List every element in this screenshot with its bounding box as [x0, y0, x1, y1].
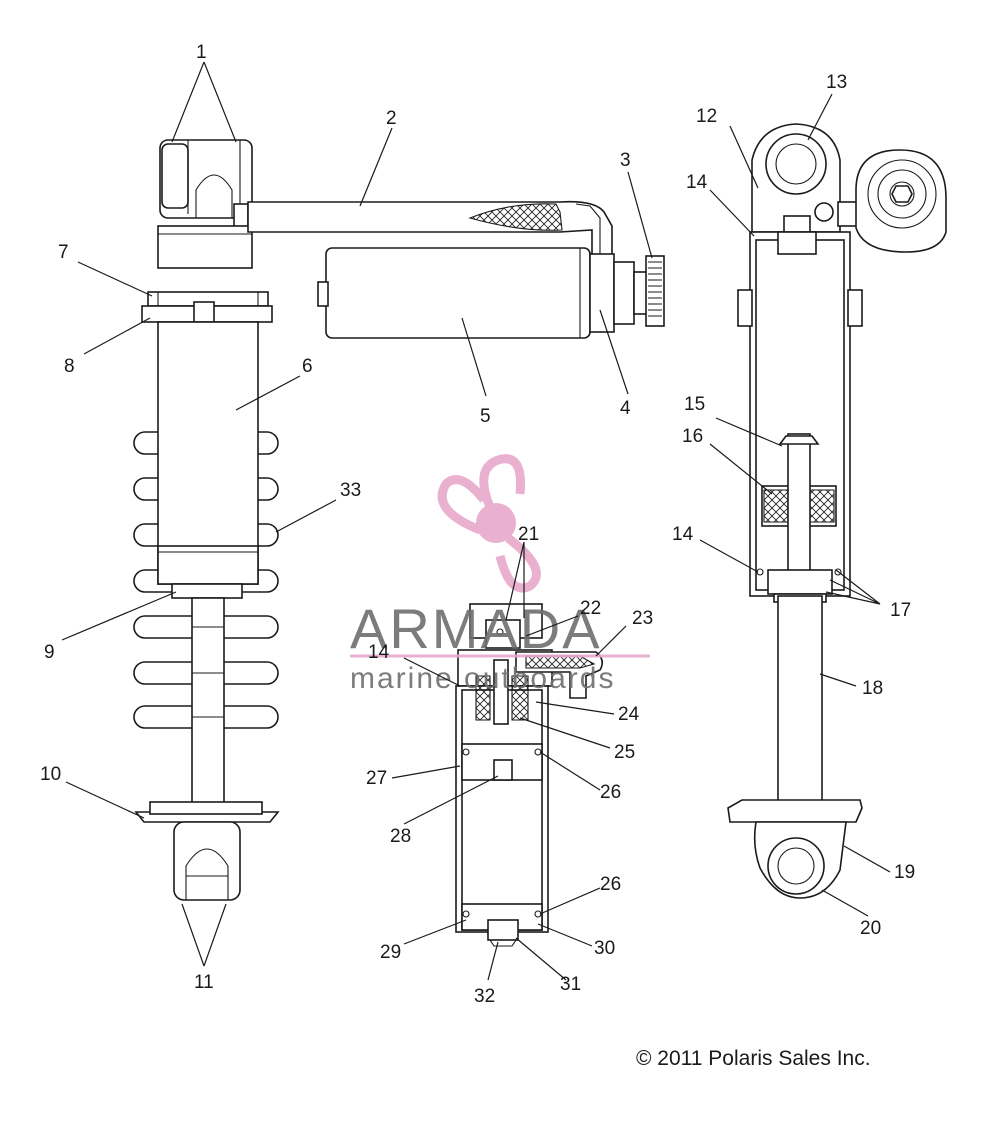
callout-26a: 26	[600, 782, 621, 803]
callout-12: 12	[696, 106, 717, 127]
top-bearing	[765, 133, 827, 195]
callout-31: 31	[560, 974, 581, 995]
callout-2: 2	[386, 108, 397, 129]
callout-25: 25	[614, 742, 635, 763]
callout-26b: 26	[600, 874, 621, 895]
shaft	[191, 597, 225, 821]
callout-9: 9	[44, 642, 55, 663]
callout-30: 30	[594, 938, 615, 959]
callout-23: 23	[632, 608, 653, 629]
callout-14c: 14	[368, 642, 390, 663]
shock-cutaway-right	[727, 123, 947, 899]
callout-28: 28	[390, 826, 411, 847]
callout-19: 19	[894, 862, 915, 883]
callout-8: 8	[64, 356, 75, 377]
callout-13: 13	[826, 72, 847, 93]
callout-3: 3	[620, 150, 631, 171]
seal-head	[171, 583, 243, 599]
reservoir	[317, 247, 665, 339]
bottom-eyelet	[173, 821, 241, 901]
callout-32: 32	[474, 986, 495, 1007]
callout-5: 5	[480, 406, 491, 427]
remote-reservoir-cap	[837, 149, 947, 253]
shock-body	[157, 321, 259, 585]
callout-24: 24	[618, 704, 640, 725]
shock-assembly-left	[133, 139, 280, 901]
top-eyelet	[159, 139, 253, 231]
callout-20: 20	[860, 918, 881, 939]
propeller-logo	[437, 454, 541, 593]
watermark-tagline: marine outboards	[350, 662, 615, 695]
callout-14b: 14	[672, 524, 694, 545]
callout-33: 33	[340, 480, 361, 501]
callout-18: 18	[862, 678, 883, 699]
cutaway-shaft	[777, 595, 823, 837]
callouts: 1 2 3 4 5 6 7 8 9 10 11 12 13 14 14 14 1…	[40, 42, 915, 1007]
callout-11: 11	[194, 972, 214, 993]
preload-collar	[141, 291, 273, 323]
armada-watermark: ARMADA marine outboards	[350, 454, 650, 695]
callout-4: 4	[620, 398, 631, 419]
watermark-brand: ARMADA	[350, 597, 602, 660]
callout-6: 6	[302, 356, 313, 377]
callout-21: 21	[518, 524, 539, 545]
bottom-bearing	[767, 837, 825, 895]
reservoir-hose	[247, 200, 613, 259]
callout-15: 15	[684, 394, 705, 415]
callout-17: 17	[890, 600, 911, 621]
body-cap	[157, 225, 253, 269]
callout-16: 16	[682, 426, 703, 447]
lower-spring-retainer	[134, 801, 280, 823]
leader-lines	[61, 61, 891, 981]
callout-27: 27	[366, 768, 387, 789]
callout-22: 22	[580, 598, 601, 619]
callout-14a: 14	[686, 172, 708, 193]
callout-10: 10	[40, 764, 61, 785]
callout-29: 29	[380, 942, 401, 963]
callout-7: 7	[58, 242, 69, 263]
copyright-notice: © 2011 Polaris Sales Inc.	[636, 1047, 871, 1070]
callout-1: 1	[196, 42, 207, 63]
